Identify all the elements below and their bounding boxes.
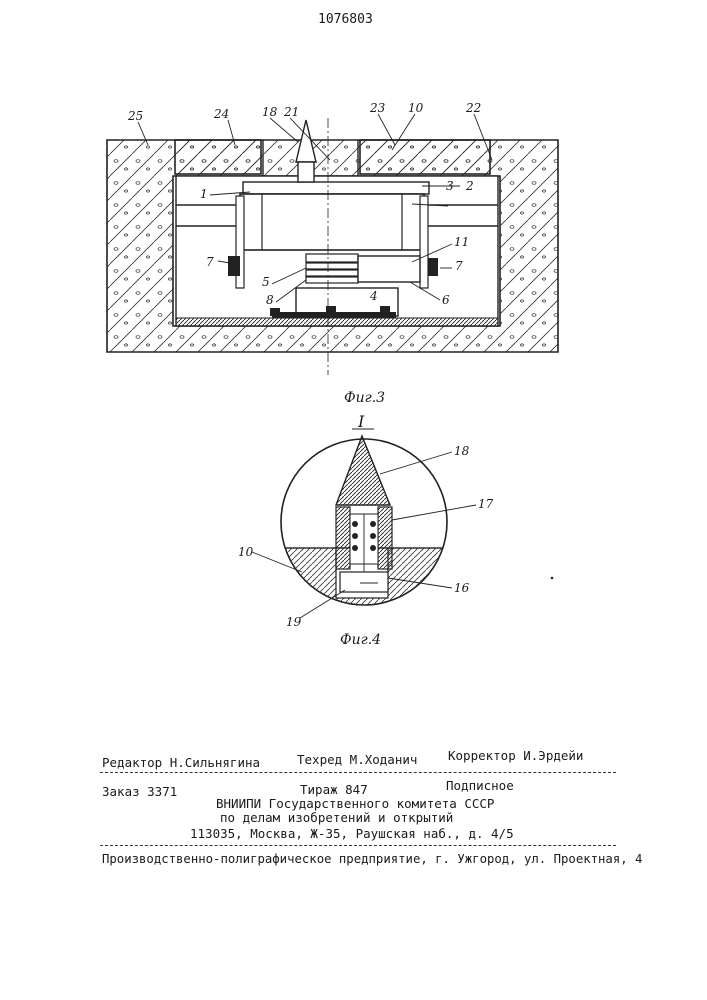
- fig4-label-18: 18: [454, 444, 470, 458]
- fig4-label-19: 19: [286, 615, 302, 629]
- figure-4-caption: Фиг.4: [340, 632, 381, 648]
- label-24: 24: [213, 107, 229, 121]
- circulation: Тираж 847: [300, 782, 368, 797]
- divider-bottom: [100, 845, 616, 846]
- label-25: 25: [127, 109, 143, 123]
- divider-top: [100, 772, 616, 773]
- knob-7-right: [428, 258, 438, 276]
- label-1: 1: [200, 187, 208, 201]
- techred-credit: Техред М.Ходанич: [297, 752, 417, 767]
- label-2: 2: [465, 179, 474, 193]
- figure-3-drawing: 25 24 18 21 23 10 22 1 3 2 11 7 7 5 8 6 …: [0, 0, 707, 700]
- spring-stack-5: [306, 254, 358, 283]
- pit-bottom-plate: [176, 318, 498, 326]
- label-11: 11: [454, 235, 469, 249]
- label-7-right: 7: [455, 259, 463, 273]
- editor-credit: Редактор Н.Сильнягина: [102, 755, 260, 770]
- knob-7-left: [228, 256, 240, 276]
- org-line-3: 113035, Москва, Ж-35, Раушская наб., д. …: [190, 826, 514, 841]
- figure-3-caption: Фиг.3: [344, 390, 385, 406]
- label-5: 5: [262, 275, 270, 289]
- label-6: 6: [442, 293, 450, 307]
- label-10: 10: [408, 101, 424, 115]
- block-24: [175, 140, 261, 174]
- label-22: 22: [465, 101, 481, 115]
- block-23: [360, 140, 490, 174]
- housing-3: [240, 194, 424, 250]
- fig4-label-16: 16: [454, 581, 470, 595]
- block-11: [358, 256, 420, 282]
- corrector-credit: Корректор И.Эрдейи: [448, 748, 583, 763]
- printer-line: Производственно-полиграфическое предприя…: [102, 852, 642, 866]
- label-21: 21: [283, 105, 299, 119]
- org-line-2: по делам изобретений и открытий: [220, 810, 453, 825]
- plate-10: [243, 182, 429, 194]
- subscription: Подписное: [446, 778, 514, 793]
- detail-mark: I: [358, 412, 364, 431]
- order-number: Заказ 3371: [102, 784, 177, 799]
- org-line-1: ВНИИПИ Государственного комитета СССР: [216, 796, 494, 811]
- fig4-label-10: 10: [238, 545, 254, 559]
- label-4: 4: [369, 289, 378, 303]
- label-7-left: 7: [206, 255, 214, 269]
- label-18: 18: [262, 105, 278, 119]
- figure-4-drawing: [252, 436, 476, 618]
- label-3: 3: [446, 179, 454, 193]
- label-8: 8: [266, 293, 274, 307]
- fig4-label-17: 17: [478, 497, 494, 511]
- label-23: 23: [369, 101, 386, 115]
